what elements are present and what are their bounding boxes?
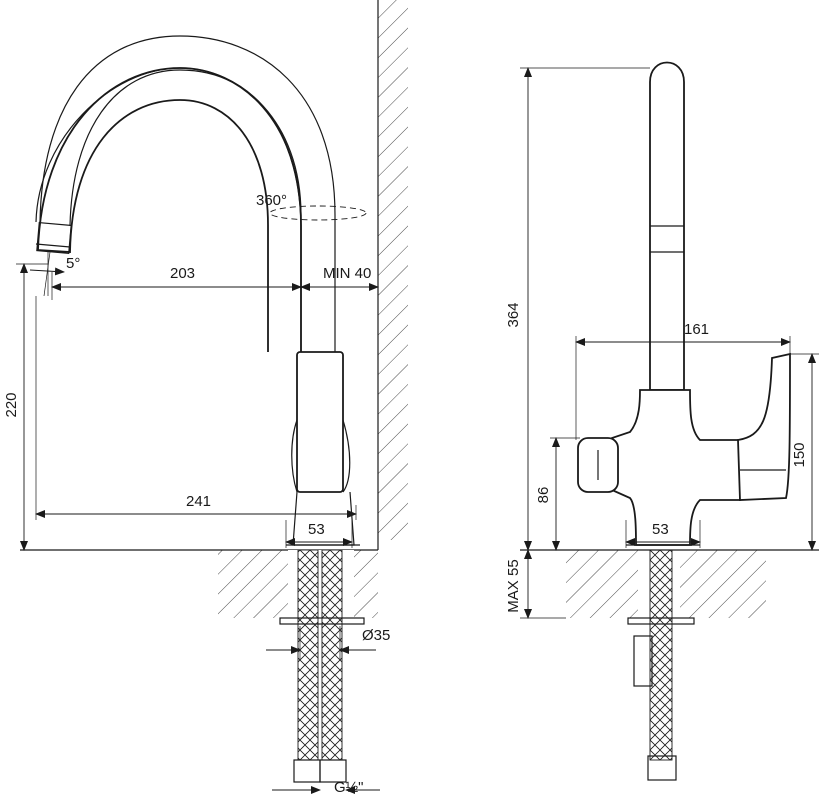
- dim-220-label: 220: [3, 392, 20, 417]
- rotation-360-label: 360°: [256, 192, 287, 209]
- dimension-241: 241: [35, 296, 357, 520]
- dim-53-front-label: 53: [652, 521, 669, 538]
- angle-5: 5°: [29, 251, 80, 297]
- dim-86-label: 86: [535, 487, 552, 504]
- dimension-diameter-35: Ø35: [266, 626, 390, 660]
- spout-front: [649, 61, 685, 391]
- front-view: 364 161 150 86 53: [505, 61, 819, 781]
- dimension-150: 150: [790, 353, 819, 551]
- dim-161-label: 161: [684, 321, 709, 338]
- dim-thread-label: G½": [334, 779, 364, 796]
- dim-min40-label: MIN 40: [323, 265, 371, 282]
- dim-241-label: 241: [186, 493, 211, 510]
- dimension-364: 364: [505, 67, 650, 551]
- side-view: 203 MIN 40 5° 360° 220 241: [3, 0, 408, 796]
- dim-203-label: 203: [170, 265, 195, 282]
- dim-364-label: 364: [505, 302, 522, 327]
- rotation-ellipse: [269, 205, 367, 221]
- spout: [35, 35, 336, 352]
- supply-hoses-side: [279, 549, 365, 783]
- faucet-body-side: [286, 351, 360, 546]
- dimension-max-55: MAX 55: [505, 549, 566, 619]
- dimension-203: 203: [51, 265, 302, 300]
- angle-5-label: 5°: [66, 255, 80, 272]
- dimension-thread: G½": [272, 779, 380, 796]
- dimension-161: 161: [575, 321, 791, 440]
- dimension-220: 220: [3, 263, 48, 551]
- dimension-min-40: MIN 40: [300, 265, 379, 291]
- wall: [377, 0, 408, 550]
- supply-hoses-front: [627, 549, 695, 781]
- dim-150-label: 150: [791, 442, 808, 467]
- dimension-86: 86: [535, 437, 580, 551]
- dimension-53-front: 53: [625, 520, 701, 548]
- dim-53-side-label: 53: [308, 521, 325, 538]
- dim-35-label: Ø35: [362, 627, 390, 644]
- dim-max55-label: MAX 55: [505, 559, 522, 612]
- dimension-53-side: 53: [285, 520, 353, 548]
